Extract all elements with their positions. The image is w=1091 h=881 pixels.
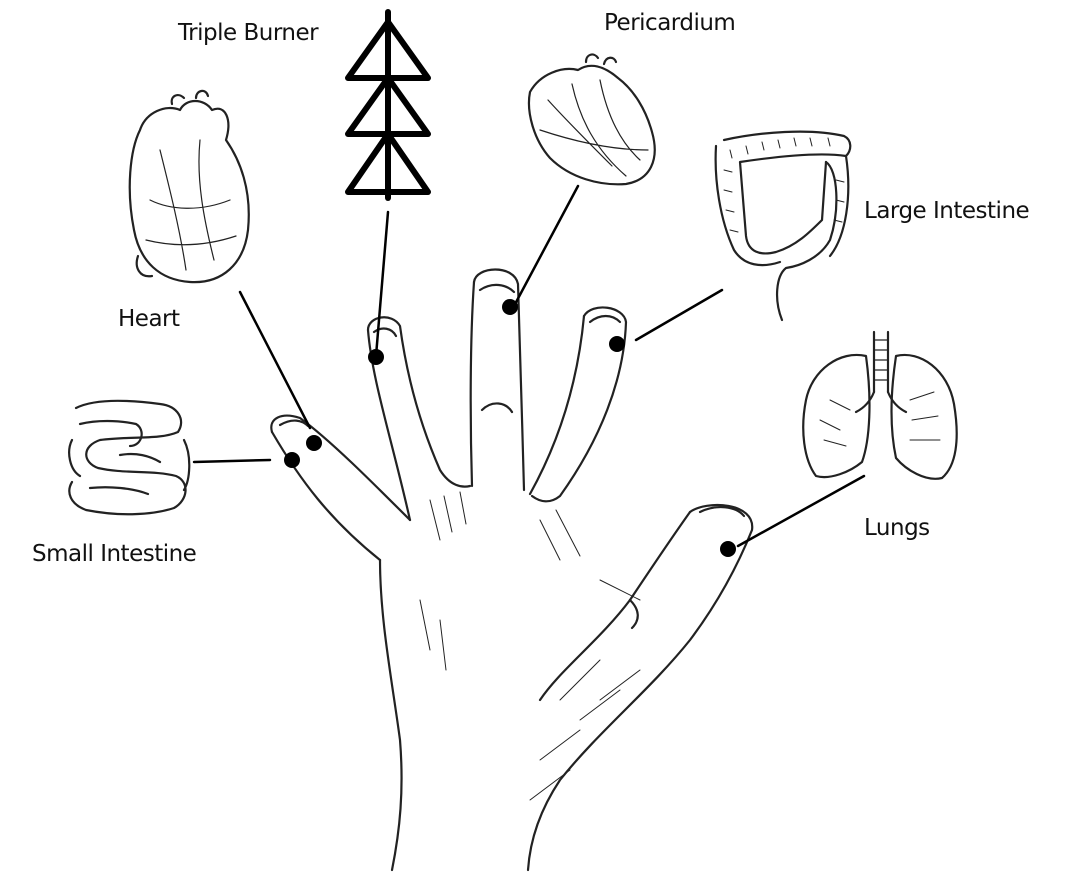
- lungs-point: [720, 541, 736, 557]
- pericardium-point: [502, 299, 518, 315]
- label-large-intestine: Large Intestine: [864, 198, 1029, 224]
- pericardium-leader-line: [514, 186, 578, 306]
- triple-burner-point: [368, 349, 384, 365]
- pericardium-heart-icon: [529, 55, 655, 185]
- small-intestine-icon: [69, 401, 189, 515]
- lungs-icon: [803, 332, 956, 479]
- small-intestine-point: [284, 452, 300, 468]
- large-intestine-point: [609, 336, 625, 352]
- triple-burner-symbol-icon: [348, 12, 428, 198]
- label-heart: Heart: [118, 306, 180, 332]
- large-intestine-leader-line: [636, 290, 722, 340]
- heart-icon: [130, 91, 249, 282]
- lungs-leader-line: [738, 476, 864, 546]
- heart-point: [306, 435, 322, 451]
- heart-leader-line: [240, 292, 310, 428]
- label-small-intestine: Small Intestine: [32, 541, 196, 567]
- label-pericardium: Pericardium: [604, 10, 735, 36]
- triple-burner-leader-line: [376, 212, 388, 356]
- large-intestine-icon: [716, 132, 851, 320]
- leader-lines: [194, 186, 864, 546]
- label-triple-burner: Triple Burner: [178, 20, 318, 46]
- label-lungs: Lungs: [864, 515, 930, 541]
- acupoints: [284, 299, 736, 557]
- small-intestine-leader-line: [194, 460, 270, 462]
- hand-illustration: [271, 270, 752, 871]
